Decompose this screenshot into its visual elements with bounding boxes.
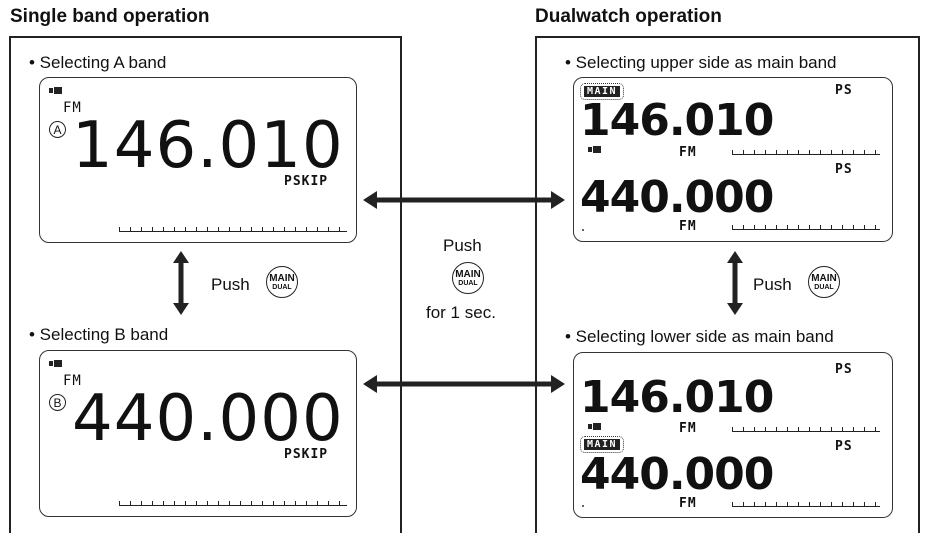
main-dual-key-icon: MAIN DUAL xyxy=(266,266,298,298)
double-arrow-icon xyxy=(173,251,189,315)
dualwatch-panel xyxy=(535,36,920,533)
mode-label-upper: FM xyxy=(679,145,697,160)
dot-indicator xyxy=(582,505,584,507)
battery-icon xyxy=(588,423,601,430)
frequency-display-lower: 440.000 xyxy=(580,172,774,223)
battery-icon xyxy=(588,146,601,153)
key-dual-label: DUAL xyxy=(458,280,478,287)
dot-indicator xyxy=(582,229,584,231)
key-dual-label: DUAL xyxy=(814,284,834,291)
caption-lower-main: • Selecting lower side as main band xyxy=(565,327,834,346)
lcd-screen-b-band: FM B 440.000 PSKIP xyxy=(39,350,357,517)
pskip-indicator: PSKIP xyxy=(284,447,329,462)
mode-label: FM xyxy=(63,373,82,389)
key-main-label: MAIN xyxy=(269,273,295,284)
caption-selecting-a-band: • Selecting A band xyxy=(29,53,167,72)
main-dual-key-icon: MAIN DUAL xyxy=(808,266,840,298)
main-indicator: MAIN xyxy=(580,436,625,453)
mode-label-lower: FM xyxy=(679,219,697,234)
lcd-screen-upper-main: MAIN PS 146.010 FM PS 440.000 FM xyxy=(573,77,893,242)
signal-meter-upper xyxy=(732,424,880,432)
key-main-label: MAIN xyxy=(811,273,837,284)
lcd-screen-lower-main: PS 146.010 FM MAIN PS 440.000 FM xyxy=(573,352,893,518)
frequency-display-upper: 146.010 xyxy=(580,372,774,423)
key-dual-label: DUAL xyxy=(272,284,292,291)
double-arrow-icon xyxy=(363,375,565,393)
frequency-display: 440.000 xyxy=(72,382,344,456)
caption-selecting-b-band: • Selecting B band xyxy=(29,325,169,344)
key-main-label: MAIN xyxy=(455,269,481,280)
band-b-indicator: B xyxy=(49,394,66,411)
single-band-panel xyxy=(9,36,402,533)
ps-indicator: PS xyxy=(835,83,853,98)
heading-single-band: Single band operation xyxy=(10,6,210,27)
signal-meter-lower xyxy=(732,499,880,507)
signal-meter xyxy=(119,224,347,232)
battery-icon xyxy=(49,360,62,367)
push-label-single: Push xyxy=(211,275,250,294)
battery-icon xyxy=(49,87,62,94)
ps-indicator: PS xyxy=(835,362,853,377)
pskip-indicator: PSKIP xyxy=(284,174,329,189)
main-dual-key-icon: MAIN DUAL xyxy=(452,262,484,294)
signal-meter-lower xyxy=(732,222,880,230)
push-label-center: Push xyxy=(443,236,482,255)
duration-label: for 1 sec. xyxy=(426,303,496,322)
signal-meter-upper xyxy=(732,147,880,155)
push-label-dual: Push xyxy=(753,275,792,294)
mode-label-upper: FM xyxy=(679,421,697,436)
mode-label-lower: FM xyxy=(679,496,697,511)
double-arrow-icon xyxy=(727,251,743,315)
heading-dualwatch: Dualwatch operation xyxy=(535,6,722,27)
signal-meter xyxy=(119,498,347,506)
frequency-display-lower: 440.000 xyxy=(580,449,774,500)
ps-indicator: PS xyxy=(835,162,853,177)
frequency-display-upper: 146.010 xyxy=(580,95,774,146)
lcd-screen-a-band: FM A 146.010 PSKIP xyxy=(39,77,357,243)
band-a-indicator: A xyxy=(49,121,66,138)
main-indicator: MAIN xyxy=(580,83,625,100)
main-label: MAIN xyxy=(584,439,621,450)
frequency-display: 146.010 xyxy=(72,109,344,183)
caption-upper-main: • Selecting upper side as main band xyxy=(565,53,837,72)
mode-label: FM xyxy=(63,100,82,116)
ps-indicator: PS xyxy=(835,439,853,454)
double-arrow-icon xyxy=(363,191,565,209)
main-label: MAIN xyxy=(584,86,621,97)
